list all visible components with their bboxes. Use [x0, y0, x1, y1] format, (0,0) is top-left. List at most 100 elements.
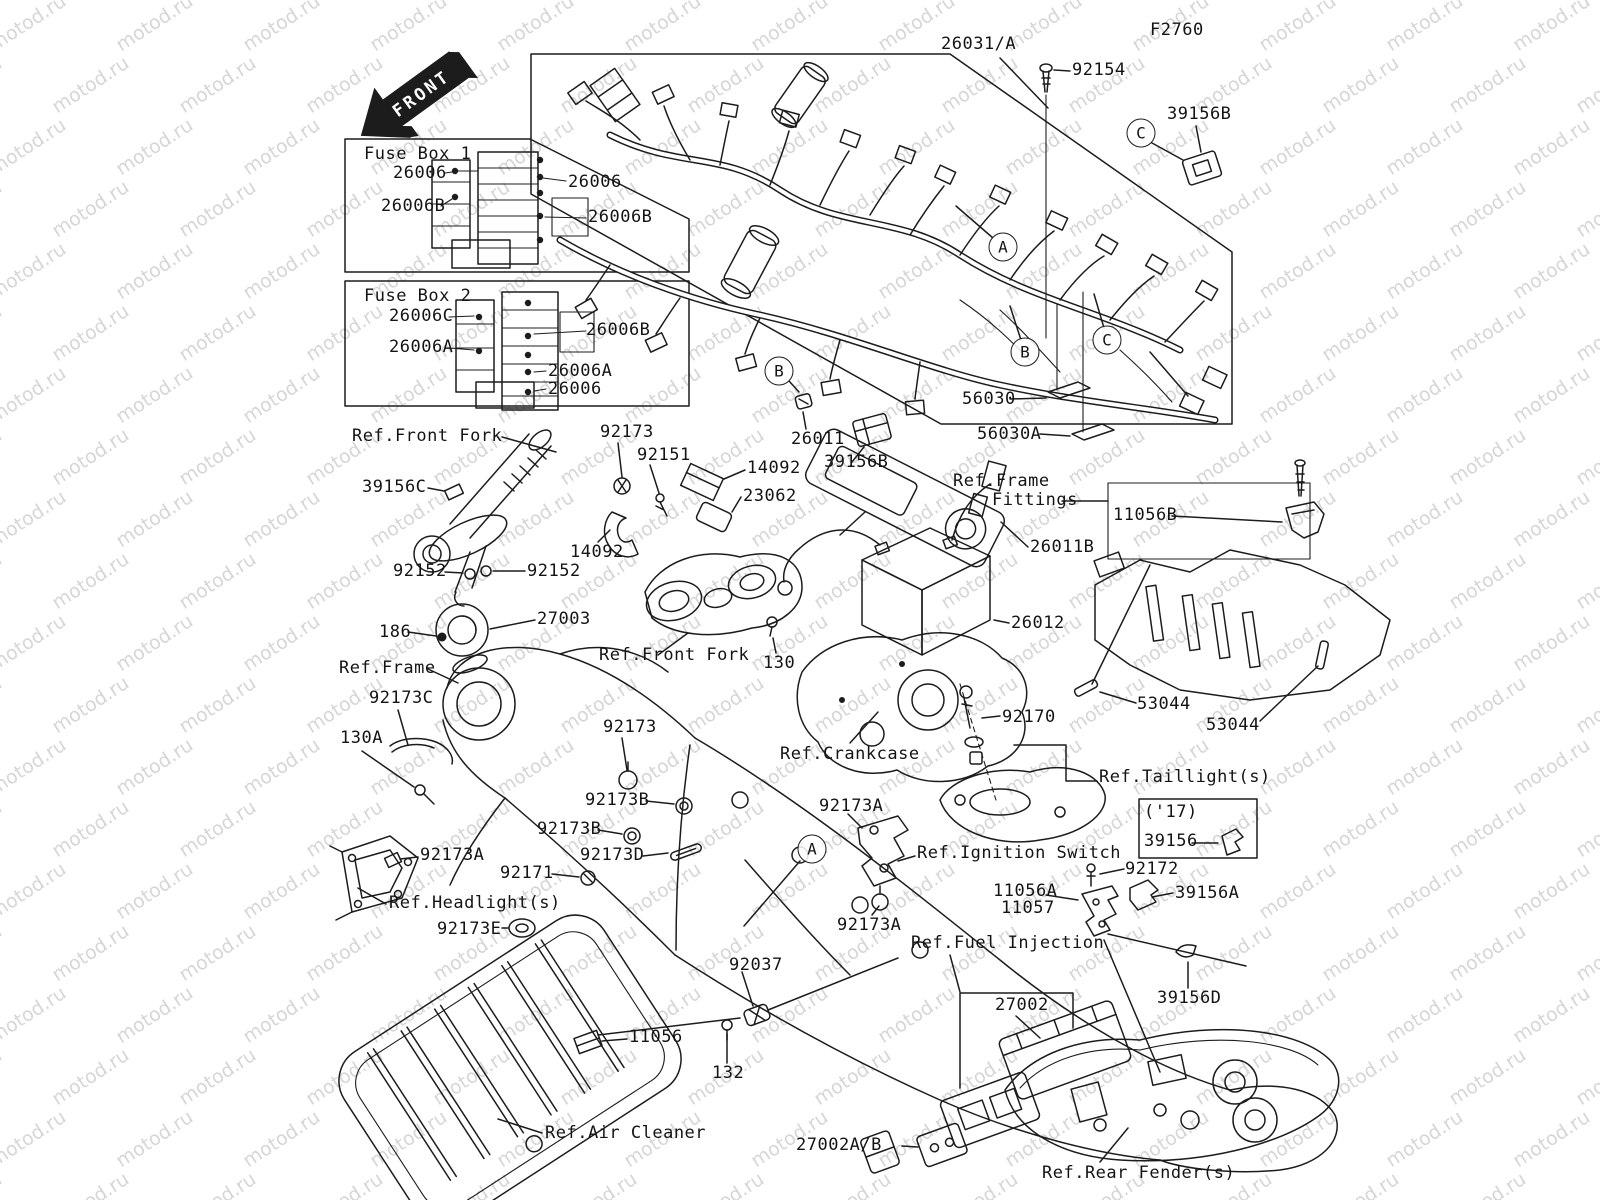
part-label-92170: 92170 — [1002, 707, 1056, 727]
air-cleaner-art — [338, 914, 741, 1200]
part-label-92151: 92151 — [637, 445, 691, 465]
part-label-92173d: 92173D — [580, 845, 645, 865]
part-label-ref-front-fork: Ref.Front Fork — [599, 645, 750, 665]
part-label-92173: 92173 — [603, 717, 657, 737]
part-label-26006: 26006 — [393, 163, 447, 183]
section-boxes — [344, 53, 1311, 859]
part-label-39156b: 39156B — [1167, 104, 1232, 124]
harness-box-frame — [530, 53, 1233, 425]
frame-fittings-box — [1107, 482, 1311, 560]
part-label-56030: 56030 — [962, 389, 1016, 409]
rear-fender-art — [1004, 1028, 1340, 1163]
part-label-130: 130 — [763, 653, 796, 673]
part-label-53044: 53044 — [1137, 694, 1191, 714]
fuse-box-1-frame — [344, 138, 690, 273]
part-label-39156d: 39156D — [1157, 988, 1222, 1008]
ecu-art — [860, 992, 1132, 1174]
part-label-26006: 26006 — [568, 172, 622, 192]
part-label-39156b: 39156B — [824, 452, 889, 472]
part-label-fuse-box-2: Fuse Box 2 — [364, 286, 472, 306]
grommet-92037-art — [721, 957, 899, 1064]
part-label-ref-crankcase: Ref.Crankcase — [780, 744, 920, 764]
wiring-harness-art — [556, 61, 1228, 441]
part-label-ref-taillight-s: Ref.Taillight(s) — [1099, 767, 1271, 787]
part-label-f2760: F2760 — [1150, 20, 1204, 40]
part-label-14092: 14092 — [570, 542, 624, 562]
part-label-92173a: 92173A — [420, 845, 485, 865]
part-label-92171: 92171 — [500, 863, 554, 883]
ignition-bracket-art — [743, 813, 1247, 1073]
part-label-92173e: 92173E — [437, 919, 502, 939]
callout-circle-b: B — [764, 356, 794, 386]
part-label-130a: 130A — [340, 728, 383, 748]
callout-circle-a: A — [988, 232, 1018, 262]
part-label-26006a: 26006A — [548, 361, 613, 381]
part-label-92172: 92172 — [1125, 859, 1179, 879]
part-label-11056: 11056 — [629, 1027, 683, 1047]
part-label-56030a: 56030A — [977, 424, 1042, 444]
part-label-92173a: 92173A — [819, 796, 884, 816]
part-label-ref-frame: Ref.Frame — [339, 658, 436, 678]
part-label-11056a: 11056A — [993, 881, 1058, 901]
steering-stem-art — [413, 429, 552, 657]
part-label-fuse-box-1: Fuse Box 1 — [364, 144, 472, 164]
part-label-92173b: 92173B — [585, 790, 650, 810]
part-label-39156: 39156 — [1144, 831, 1198, 851]
fuse-box-1-art — [431, 151, 589, 269]
part-label-39156a: 39156A — [1175, 883, 1240, 903]
battery-tray-art — [1061, 459, 1391, 722]
callout-circle-c: C — [1092, 325, 1122, 355]
part-label-92037: 92037 — [729, 955, 783, 975]
connector-39156b-top — [1181, 150, 1223, 186]
part-label-ref-headlight-s: Ref.Headlight(s) — [389, 893, 561, 913]
part-label-ref-fuel-injection: Ref.Fuel Injection — [911, 933, 1105, 953]
part-label-39156c: 39156C — [362, 477, 427, 497]
leader-lines-ignition — [597, 442, 746, 543]
part-label-92173a: 92173A — [837, 915, 902, 935]
part-label-92173: 92173 — [600, 422, 654, 442]
part-label-23062: 23062 — [743, 486, 797, 506]
part-label-26006b: 26006B — [586, 320, 651, 340]
part-label-17: ('17) — [1144, 802, 1198, 822]
part-label-26006a: 26006A — [389, 337, 454, 357]
part-label-92154: 92154 — [1072, 60, 1126, 80]
callout-circle-a: A — [797, 834, 827, 864]
callout-circle-b: B — [1010, 337, 1040, 367]
part-label-26006: 26006 — [548, 379, 602, 399]
fuse-box-2-art — [448, 291, 595, 411]
part-label-186: 186 — [379, 622, 412, 642]
battery-art — [777, 460, 1029, 656]
callout-circle-c: C — [1126, 118, 1156, 148]
part-label-92173b: 92173B — [537, 819, 602, 839]
taillight-bracket-art — [939, 683, 1244, 856]
part-label-11057: 11057 — [1001, 898, 1055, 918]
headlight-bracket-art — [329, 835, 419, 921]
part-label-ref-frame: Ref.Frame — [953, 471, 1050, 491]
part-26011-art — [794, 393, 813, 410]
part-label-ref-front-fork: Ref.Front Fork — [352, 426, 503, 446]
part-label-53044: 53044 — [1206, 715, 1260, 735]
part-label-92173c: 92173C — [369, 688, 434, 708]
year17-box-frame — [1138, 798, 1258, 859]
part-label-27002a-b: 27002A/B — [796, 1135, 882, 1155]
part-label-132: 132 — [712, 1063, 745, 1083]
part-label-ref-air-cleaner: Ref.Air Cleaner — [545, 1123, 707, 1143]
triple-clamp-art — [644, 553, 803, 656]
part-label-ref-rear-fender-s: Ref.Rear Fender(s) — [1042, 1163, 1236, 1183]
part-label-26006b: 26006B — [588, 207, 653, 227]
part-label-26031-a: 26031/A — [941, 34, 1017, 54]
part-label-11056b: 11056B — [1113, 505, 1178, 525]
part-label-26011b: 26011B — [1030, 537, 1095, 557]
part-label-14092: 14092 — [747, 458, 801, 478]
part-label-26006c: 26006C — [389, 306, 454, 326]
frame-clips-art — [383, 737, 703, 938]
part-label-26012: 26012 — [1011, 613, 1065, 633]
part-label-92152: 92152 — [527, 561, 581, 581]
part-label-26011: 26011 — [791, 429, 845, 449]
part-label-27002: 27002 — [995, 995, 1049, 1015]
part-label-27003: 27003 — [537, 609, 591, 629]
part-label-26006b: 26006B — [381, 196, 446, 216]
